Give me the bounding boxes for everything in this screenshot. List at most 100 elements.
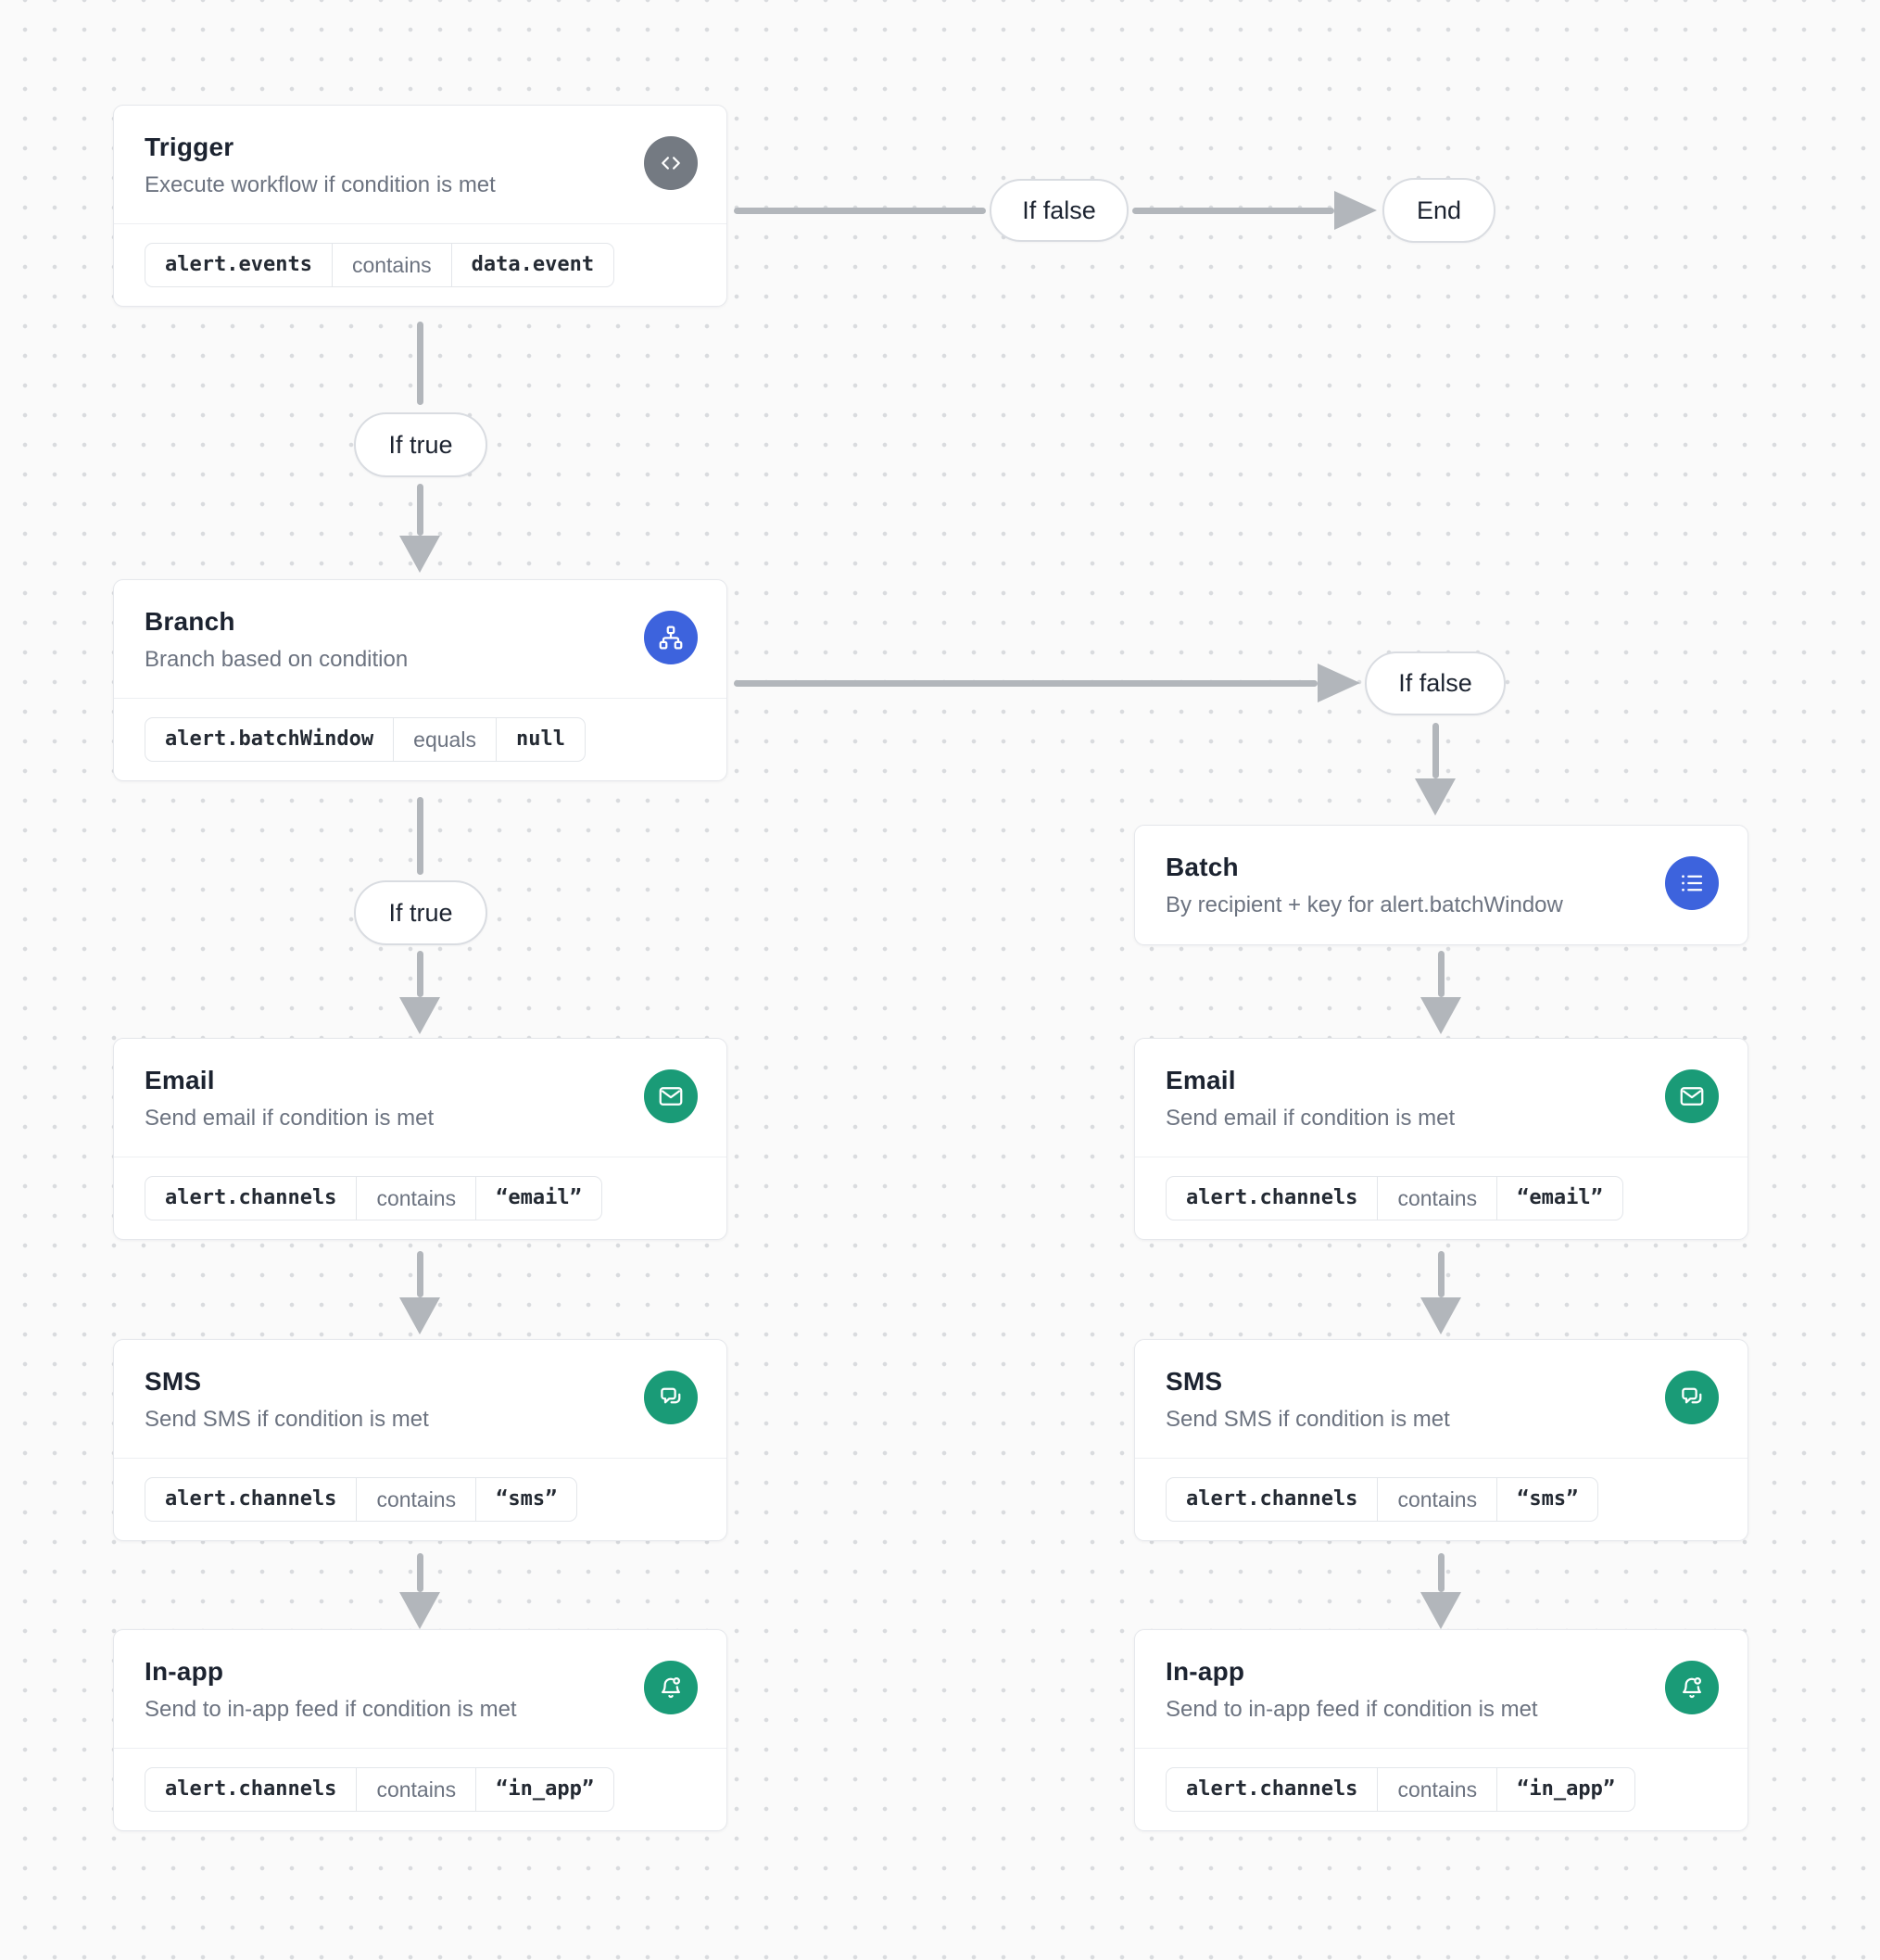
condition-operator: equals xyxy=(393,718,496,761)
edge-label-if-false-right: If false xyxy=(1365,651,1506,715)
edge-branch-to-iftrue2 xyxy=(417,797,423,875)
node-subtitle: Send SMS if condition is met xyxy=(145,1407,429,1432)
condition-value: “in_app” xyxy=(1496,1768,1634,1811)
condition-chip: alert.channels contains “sms” xyxy=(1166,1477,1599,1522)
condition-value: “email” xyxy=(1496,1177,1622,1220)
condition-row: alert.channels contains “sms” xyxy=(1135,1458,1748,1540)
condition-field: alert.channels xyxy=(1186,1487,1358,1511)
arrowhead-to-sms-left xyxy=(399,1297,440,1334)
edge-trigger-to-iftrue xyxy=(417,322,423,405)
node-title: Email xyxy=(145,1066,215,1094)
arrowhead-to-sms-right xyxy=(1420,1297,1461,1334)
edge-trigger-to-iffalse xyxy=(734,208,986,214)
end-node: End xyxy=(1382,178,1495,243)
condition-value: “sms” xyxy=(1496,1478,1597,1521)
condition-field: alert.channels xyxy=(165,1186,337,1209)
node-title: Batch xyxy=(1166,853,1239,881)
node-header: Batch By recipient + key for alert.batch… xyxy=(1135,826,1748,943)
bell-icon xyxy=(1665,1661,1719,1714)
node-header: Email Send email if condition is met xyxy=(114,1039,726,1157)
node-title: Branch xyxy=(145,607,235,636)
edge-iffalse2-to-batch xyxy=(1432,723,1439,778)
condition-value: data.event xyxy=(450,244,613,286)
arrowhead-to-inapp-right xyxy=(1420,1592,1461,1629)
condition-field: alert.channels xyxy=(1186,1777,1358,1801)
condition-chip: alert.events contains data.event xyxy=(145,243,615,287)
condition-operator: contains xyxy=(331,244,451,286)
list-icon xyxy=(1665,856,1719,910)
node-branch[interactable]: Branch Branch based on condition alert.b… xyxy=(113,579,727,781)
arrowhead-to-batch xyxy=(1415,778,1456,816)
condition-chip: alert.channels contains “sms” xyxy=(145,1477,578,1522)
node-header: Email Send email if condition is met xyxy=(1135,1039,1748,1157)
edge-sms-to-inapp-right xyxy=(1438,1553,1445,1592)
bell-icon xyxy=(644,1661,698,1714)
mail-icon xyxy=(1665,1069,1719,1123)
node-email-right[interactable]: Email Send email if condition is met ale… xyxy=(1134,1038,1748,1240)
node-title: SMS xyxy=(1166,1367,1223,1396)
edge-label-text: If true xyxy=(388,430,453,459)
node-subtitle: Branch based on condition xyxy=(145,647,409,672)
node-subtitle: Send to in-app feed if condition is met xyxy=(145,1697,517,1722)
node-subtitle: Send to in-app feed if condition is met xyxy=(1166,1697,1538,1722)
node-header: Branch Branch based on condition xyxy=(114,580,726,698)
node-title: In-app xyxy=(145,1657,224,1686)
code-icon xyxy=(644,136,698,190)
condition-row: alert.channels contains “email” xyxy=(1135,1157,1748,1239)
condition-field: alert.events xyxy=(165,253,312,276)
edge-label-if-true-1: If true xyxy=(354,412,487,477)
edge-batch-to-email-right xyxy=(1438,951,1445,997)
node-header: In-app Send to in-app feed if condition … xyxy=(1135,1630,1748,1748)
edge-iftrue2-to-email xyxy=(417,951,423,997)
condition-value: “in_app” xyxy=(475,1768,613,1811)
arrowhead-to-email-left xyxy=(399,997,440,1034)
node-inapp-left[interactable]: In-app Send to in-app feed if condition … xyxy=(113,1629,727,1831)
condition-operator: contains xyxy=(356,1768,475,1811)
node-subtitle: Send email if condition is met xyxy=(1166,1106,1456,1131)
condition-row: alert.channels contains “in_app” xyxy=(1135,1748,1748,1830)
node-title: Trigger xyxy=(145,133,234,161)
condition-chip: alert.channels contains “email” xyxy=(1166,1176,1623,1220)
node-header: SMS Send SMS if condition is met xyxy=(114,1340,726,1458)
condition-row: alert.channels contains “sms” xyxy=(114,1458,726,1540)
node-title: Email xyxy=(1166,1066,1236,1094)
condition-operator: contains xyxy=(1377,1478,1496,1521)
condition-row: alert.batchWindow equals null xyxy=(114,698,726,780)
edge-sms-to-inapp-left xyxy=(417,1553,423,1592)
branch-icon xyxy=(644,611,698,664)
edge-label-if-false-top: If false xyxy=(990,179,1129,242)
mail-icon xyxy=(644,1069,698,1123)
condition-value: “sms” xyxy=(475,1478,576,1521)
node-title: In-app xyxy=(1166,1657,1245,1686)
arrowhead-to-end xyxy=(1334,191,1377,230)
arrowhead-to-email-right xyxy=(1420,997,1461,1034)
condition-row: alert.channels contains “in_app” xyxy=(114,1748,726,1830)
edge-iffalse-to-end xyxy=(1132,208,1334,214)
node-subtitle: By recipient + key for alert.batchWindow xyxy=(1166,892,1563,917)
node-trigger[interactable]: Trigger Execute workflow if condition is… xyxy=(113,105,727,307)
node-subtitle: Execute workflow if condition is met xyxy=(145,172,496,197)
condition-operator: contains xyxy=(1377,1177,1496,1220)
arrowhead-to-branch xyxy=(399,536,440,573)
condition-chip: alert.channels contains “in_app” xyxy=(145,1767,615,1812)
edge-label-if-true-2: If true xyxy=(354,880,487,945)
condition-operator: contains xyxy=(1377,1768,1496,1811)
condition-value: “email” xyxy=(475,1177,601,1220)
node-sms-left[interactable]: SMS Send SMS if condition is met alert.c… xyxy=(113,1339,727,1541)
node-sms-right[interactable]: SMS Send SMS if condition is met alert.c… xyxy=(1134,1339,1748,1541)
condition-chip: alert.batchWindow equals null xyxy=(145,717,586,762)
node-title: SMS xyxy=(145,1367,202,1396)
condition-field: alert.channels xyxy=(165,1777,337,1801)
edge-email-to-sms-left xyxy=(417,1251,423,1297)
node-header: Trigger Execute workflow if condition is… xyxy=(114,106,726,223)
node-email-left[interactable]: Email Send email if condition is met ale… xyxy=(113,1038,727,1240)
node-inapp-right[interactable]: In-app Send to in-app feed if condition … xyxy=(1134,1629,1748,1831)
edge-label-text: If true xyxy=(388,898,453,927)
node-batch[interactable]: Batch By recipient + key for alert.batch… xyxy=(1134,825,1748,945)
arrowhead-to-inapp-left xyxy=(399,1592,440,1629)
condition-value: null xyxy=(495,718,585,761)
edge-email-to-sms-right xyxy=(1438,1251,1445,1297)
arrowhead-to-iffalse2 xyxy=(1318,664,1360,702)
node-subtitle: Send email if condition is met xyxy=(145,1106,435,1131)
